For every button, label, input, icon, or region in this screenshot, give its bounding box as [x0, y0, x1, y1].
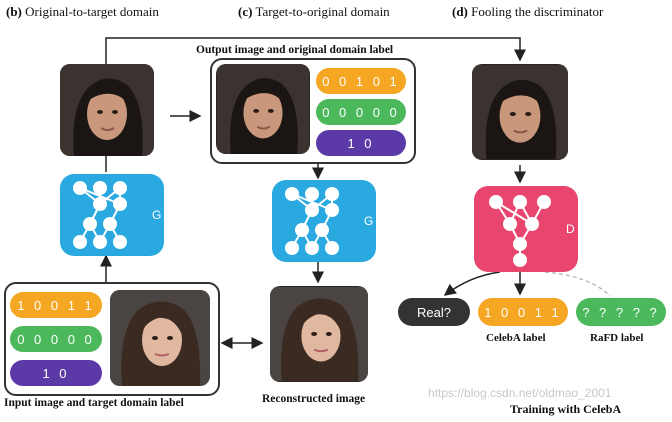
- generator-network-icon: [285, 187, 339, 255]
- output-caption: Output image and original domain label: [196, 44, 394, 56]
- face-female-icon: [110, 290, 210, 386]
- input-label-mask: 1 0: [10, 360, 102, 386]
- generator-c-label: G: [364, 214, 374, 228]
- section-title-b: (b) Original-to-target domain: [6, 4, 159, 20]
- discriminator: D: [474, 186, 578, 272]
- section-text-c: Target-to-original domain: [255, 4, 390, 19]
- output-label-mask: 1 0: [316, 130, 406, 156]
- section-text-b: Original-to-target domain: [25, 4, 159, 19]
- input-frame: [4, 282, 220, 396]
- section-letter-d: (d): [452, 4, 468, 19]
- section-letter-b: (b): [6, 4, 22, 19]
- section-text-d: Fooling the discriminator: [471, 4, 604, 19]
- face-male-icon: [472, 65, 568, 159]
- generator-b: G: [60, 174, 164, 256]
- celeba-label-output: 1 0 0 1 1: [478, 298, 568, 326]
- fake-image-b: [60, 64, 154, 156]
- output-image: [216, 64, 310, 154]
- generator-network-icon: [73, 181, 164, 249]
- reconstructed-caption: Reconstructed image: [262, 393, 366, 405]
- celeba-label-caption: CelebA label: [486, 332, 546, 344]
- real-output: Real?: [398, 298, 470, 326]
- generator-c: G: [272, 180, 376, 262]
- input-label-rafd: 0 0 0 0 0: [10, 326, 102, 352]
- section-title-c: (c) Target-to-original domain: [238, 4, 390, 20]
- arrow-d-to-real: [443, 271, 501, 296]
- output-label-rafd: 0 0 0 0 0: [316, 99, 406, 125]
- watermark: https://blog.csdn.net/oldmao_2001: [428, 386, 612, 400]
- training-caption: Training with CelebA: [510, 402, 622, 416]
- rafd-label-caption: RaFD label: [590, 332, 644, 344]
- rafd-label-output: ? ? ? ? ?: [576, 298, 666, 326]
- fake-image-d: [472, 64, 568, 160]
- face-male-icon: [217, 64, 309, 154]
- generator-b-label: G: [152, 208, 162, 222]
- face-male-icon: [60, 64, 154, 156]
- input-image: [110, 290, 210, 386]
- input-label-celeba: 1 0 0 1 1: [10, 292, 102, 318]
- output-label-celeba: 0 0 1 0 1: [316, 68, 406, 94]
- reconstructed-image: [270, 286, 368, 382]
- section-title-d: (d) Fooling the discriminator: [452, 4, 603, 20]
- discriminator-network-icon: [489, 195, 551, 267]
- face-female-icon: [270, 286, 368, 382]
- section-letter-c: (c): [238, 4, 253, 19]
- output-frame: [210, 58, 416, 164]
- discriminator-label: D: [566, 222, 575, 236]
- arrow-d-to-rafd: [544, 271, 611, 297]
- input-caption: Input image and target domain label: [4, 397, 184, 409]
